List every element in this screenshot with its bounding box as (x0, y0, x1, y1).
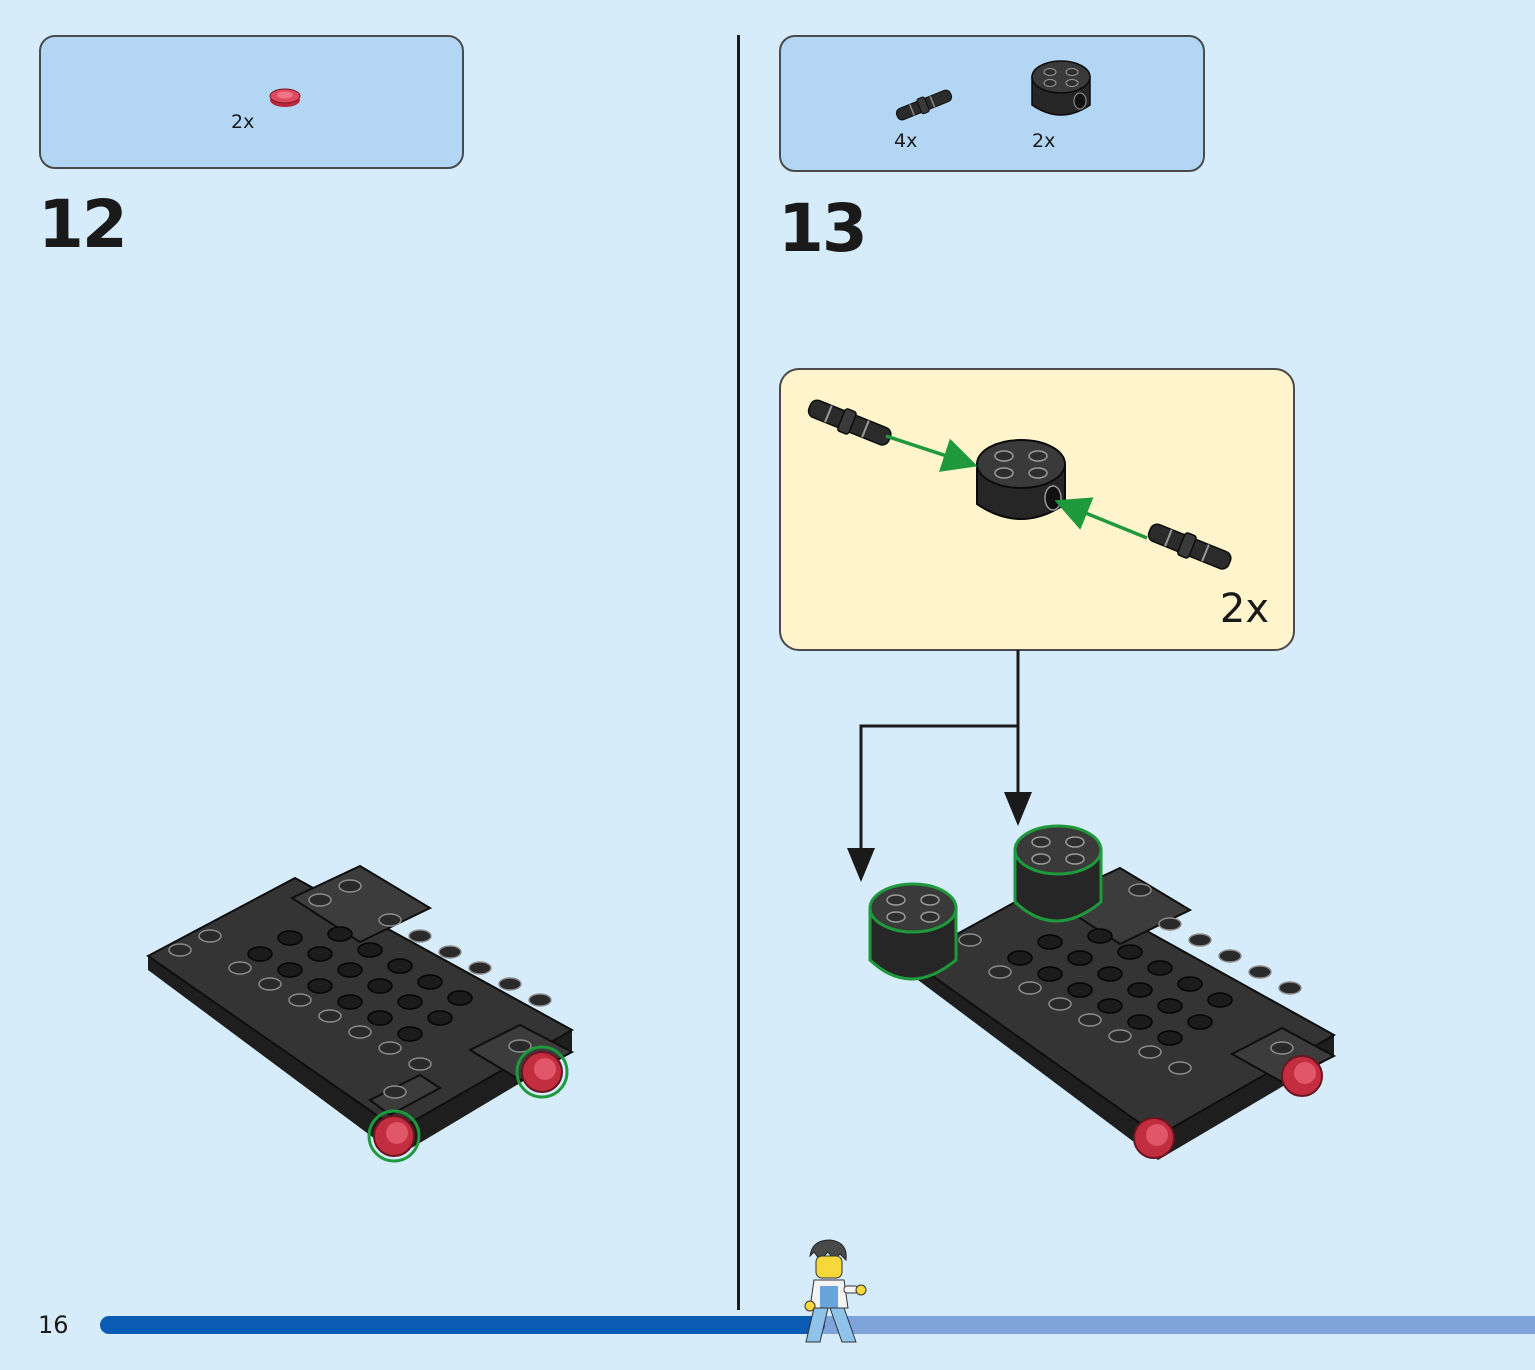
step-12-chassis-model (146, 864, 575, 1163)
page-divider (737, 35, 740, 1310)
subassembly-arrows (885, 434, 1148, 540)
black-round-brick-icon (1031, 60, 1091, 116)
subassembly-quantity: 2x (1219, 586, 1269, 632)
minifigure-walker-icon (804, 1239, 867, 1343)
subassembly-pin-right (1147, 523, 1232, 570)
placement-arrows (847, 650, 1032, 882)
red-round-tile-icon (269, 88, 301, 107)
step-13-number: 13 (778, 190, 868, 267)
step-13-parts-box: 4x 2x (779, 35, 1205, 172)
page-number: 16 (38, 1311, 69, 1339)
step-12-parts-box: 2x (39, 35, 464, 169)
black-pin-icon (895, 89, 953, 121)
step-12-number: 12 (38, 186, 128, 263)
step-13-part-2-quantity: 2x (1032, 130, 1056, 152)
step-13-part-1-quantity: 4x (894, 130, 918, 152)
subassembly-callout: 2x (779, 368, 1295, 651)
step-12-part-quantity: 2x (231, 111, 255, 133)
step-13-chassis-model (868, 824, 1337, 1160)
progress-bar-fill (100, 1316, 825, 1334)
